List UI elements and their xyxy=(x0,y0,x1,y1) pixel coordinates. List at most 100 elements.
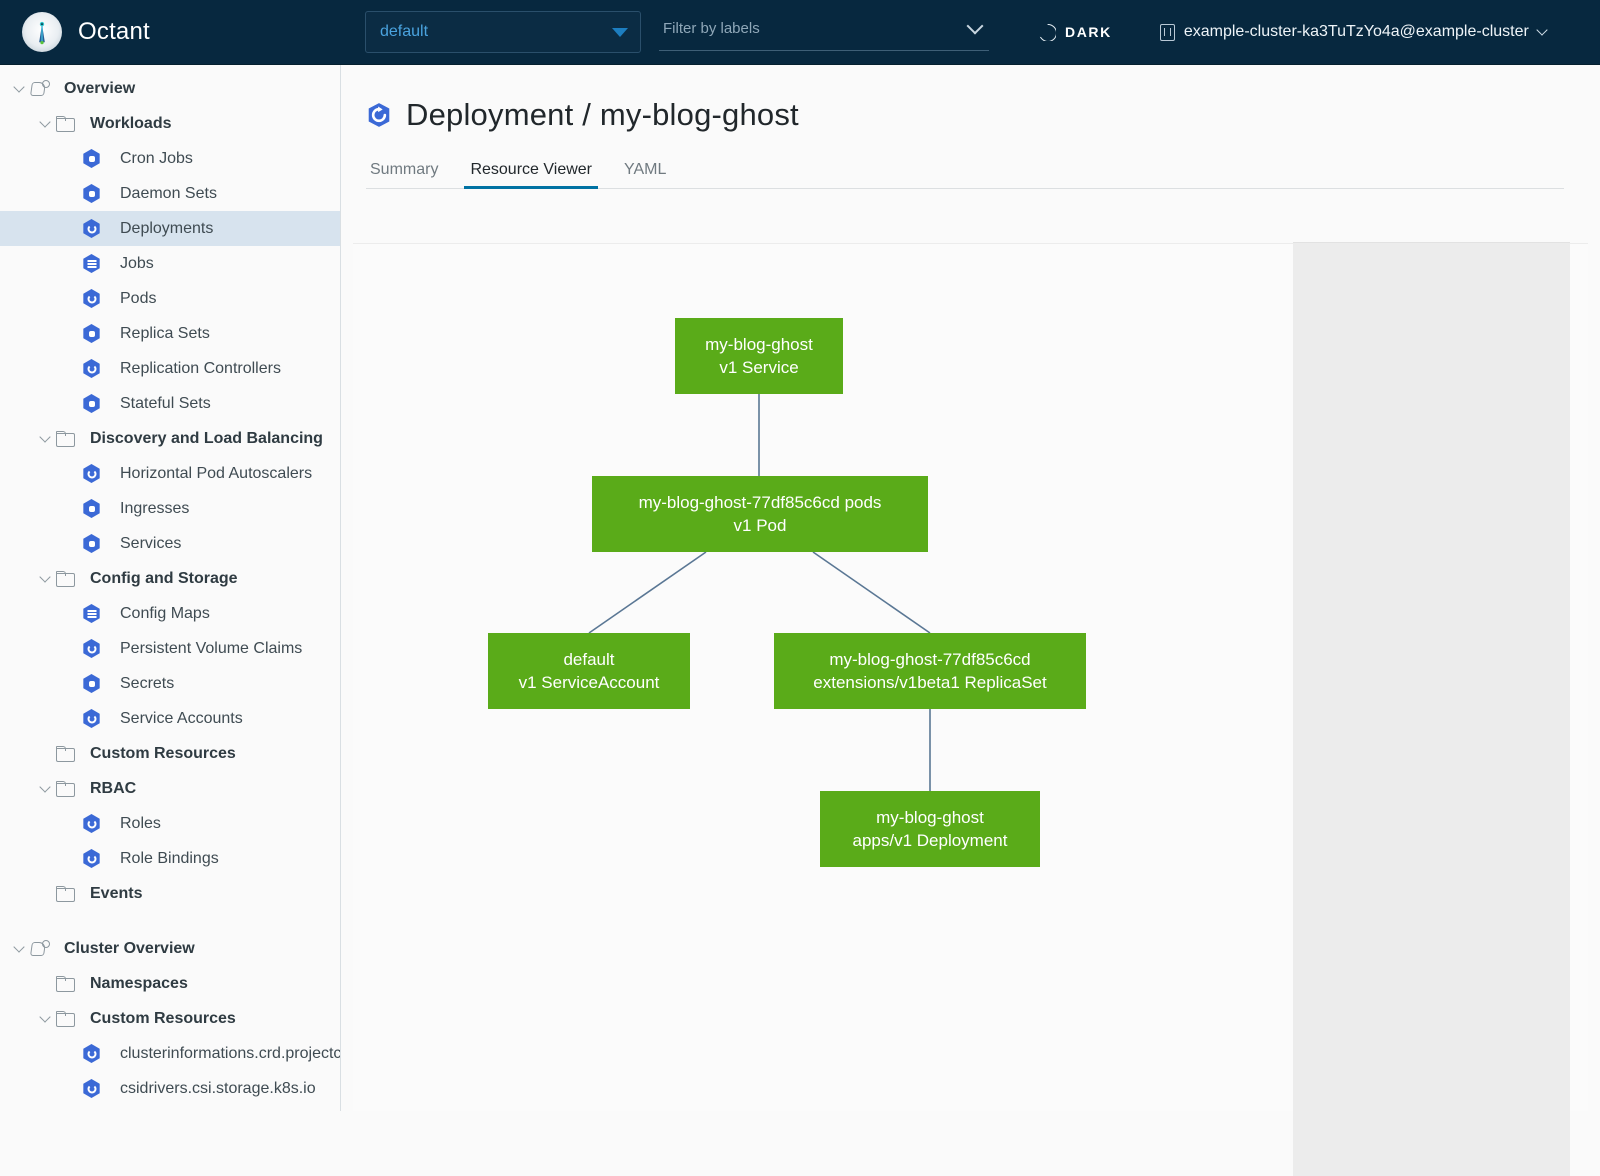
tab-bar[interactable]: Summary Resource Viewer YAML xyxy=(366,155,1564,189)
sidebar-item-workloads[interactable]: Workloads xyxy=(0,106,340,141)
pvc-icon xyxy=(82,639,101,658)
crd-icon xyxy=(82,1079,116,1098)
graph-node-kind: apps/v1 Deployment xyxy=(852,831,1008,850)
statefulset-icon xyxy=(82,394,101,413)
replicaset-icon xyxy=(82,324,101,343)
chevron-down-icon[interactable] xyxy=(34,430,56,445)
service-icon xyxy=(82,534,101,553)
sidebar-item-events[interactable]: Events xyxy=(0,876,340,911)
sidebar-item-cron-jobs[interactable]: Cron Jobs xyxy=(0,141,340,176)
sidebar-item-custom-resources[interactable]: Custom Resources xyxy=(0,1001,340,1036)
sidebar-item-label: Replication Controllers xyxy=(120,359,281,377)
sidebar-item-pods[interactable]: Pods xyxy=(0,281,340,316)
sidebar-item-label: Custom Resources xyxy=(90,1009,236,1027)
sidebar-item-csidrivers-csi-storage-k8s-io[interactable]: csidrivers.csi.storage.k8s.io xyxy=(0,1071,340,1106)
sidebar-item-label: Services xyxy=(120,534,182,552)
sidebar-item-label: Ingresses xyxy=(120,499,190,517)
sidebar-item-cluster-overview[interactable]: Cluster Overview xyxy=(0,931,340,966)
hpa-icon xyxy=(82,464,116,483)
label-filter-input[interactable]: Filter by labels xyxy=(659,13,989,51)
nav-spacer xyxy=(0,911,340,931)
brand: Octant xyxy=(0,12,345,52)
chevron-down-icon[interactable] xyxy=(34,1010,56,1025)
ingress-icon xyxy=(82,499,101,518)
chevron-down-icon[interactable] xyxy=(34,570,56,585)
sidebar-item-replica-sets[interactable]: Replica Sets xyxy=(0,316,340,351)
sidebar-item-namespaces[interactable]: Namespaces xyxy=(0,966,340,1001)
secret-icon xyxy=(82,674,101,693)
sidebar-item-label: Config Maps xyxy=(120,604,210,622)
chevron-down-icon[interactable] xyxy=(34,780,56,795)
tab-resource-viewer[interactable]: Resource Viewer xyxy=(454,161,608,189)
sidebar-item-label: Roles xyxy=(120,814,161,832)
service-icon xyxy=(82,534,116,553)
sidebar-item-rbac[interactable]: RBAC xyxy=(0,771,340,806)
sidebar-item-replication-controllers[interactable]: Replication Controllers xyxy=(0,351,340,386)
replication-controller-icon xyxy=(82,359,101,378)
sidebar-item-label: Persistent Volume Claims xyxy=(120,639,303,657)
sidebar-item-label: Horizontal Pod Autoscalers xyxy=(120,464,313,482)
folder-icon xyxy=(56,431,86,447)
sidebar-item-persistent-volume-claims[interactable]: Persistent Volume Claims xyxy=(0,631,340,666)
sidebar-item-config-and-storage[interactable]: Config and Storage xyxy=(0,561,340,596)
dark-mode-toggle[interactable]: DARK xyxy=(1039,23,1112,41)
resource-detail-panel[interactable] xyxy=(1293,242,1570,1176)
graph-node-name: my-blog-ghost xyxy=(705,335,813,354)
sidebar-item-secrets[interactable]: Secrets xyxy=(0,666,340,701)
chevron-down-icon[interactable] xyxy=(8,80,30,95)
sidebar-item-service-accounts[interactable]: Service Accounts xyxy=(0,701,340,736)
namespace-value: default xyxy=(380,23,429,40)
rolebinding-icon xyxy=(82,849,116,868)
sidebar-item-custom-resources[interactable]: Custom Resources xyxy=(0,736,340,771)
namespace-select[interactable]: default xyxy=(365,11,641,53)
statefulset-icon xyxy=(82,394,116,413)
sidebar-item-overview[interactable]: Overview xyxy=(0,71,340,106)
sidebar-item-services[interactable]: Services xyxy=(0,526,340,561)
tab-yaml[interactable]: YAML xyxy=(624,161,667,178)
dark-mode-label: DARK xyxy=(1065,24,1112,40)
sidebar-item-ingresses[interactable]: Ingresses xyxy=(0,491,340,526)
sidebar-item-label: Namespaces xyxy=(90,974,188,992)
page-title-text: Deployment / my-blog-ghost xyxy=(406,97,799,132)
sidebar-item-config-maps[interactable]: Config Maps xyxy=(0,596,340,631)
chevron-down-icon[interactable] xyxy=(34,115,56,130)
sidebar-item-label: Events xyxy=(90,884,143,902)
folder-icon xyxy=(56,1011,86,1027)
sidebar-item-daemon-sets[interactable]: Daemon Sets xyxy=(0,176,340,211)
sidebar-item-jobs[interactable]: Jobs xyxy=(0,246,340,281)
hpa-icon xyxy=(82,464,101,483)
moon-icon xyxy=(1039,23,1056,41)
secret-icon xyxy=(82,674,116,693)
sidebar-item-clusterinformations-crd-projectcalico-org[interactable]: clusterinformations.crd.projectcalico.or… xyxy=(0,1036,340,1071)
sidebar-item-label: RBAC xyxy=(90,779,137,797)
cluster-selector[interactable]: example-cluster-ka3TuTzYo4a@example-clus… xyxy=(1159,23,1548,41)
replicaset-icon xyxy=(82,324,116,343)
caret-down-icon xyxy=(612,27,628,37)
sidebar-item-deployments[interactable]: Deployments xyxy=(0,211,340,246)
octant-lighthouse-logo xyxy=(22,12,62,52)
logo-tower-shape xyxy=(39,21,45,45)
sidebar-item-label: Custom Resources xyxy=(90,744,236,762)
chevron-down-icon[interactable] xyxy=(8,940,30,955)
daemonset-icon xyxy=(82,184,101,203)
sidebar-item-label: Pods xyxy=(120,289,157,307)
sidebar-item-label: csidrivers.csi.storage.k8s.io xyxy=(120,1079,316,1097)
job-icon xyxy=(82,254,101,273)
folder-icon xyxy=(56,781,86,797)
tab-summary[interactable]: Summary xyxy=(370,161,439,178)
sidebar-item-horizontal-pod-autoscalers[interactable]: Horizontal Pod Autoscalers xyxy=(0,456,340,491)
sidebar-item-role-bindings[interactable]: Role Bindings xyxy=(0,841,340,876)
sidebar-item-stateful-sets[interactable]: Stateful Sets xyxy=(0,386,340,421)
sidebar-item-roles[interactable]: Roles xyxy=(0,806,340,841)
sidebar-item-discovery-and-load-balancing[interactable]: Discovery and Load Balancing xyxy=(0,421,340,456)
deployment-icon xyxy=(82,219,101,238)
role-icon xyxy=(82,814,101,833)
brand-name: Octant xyxy=(78,18,150,45)
